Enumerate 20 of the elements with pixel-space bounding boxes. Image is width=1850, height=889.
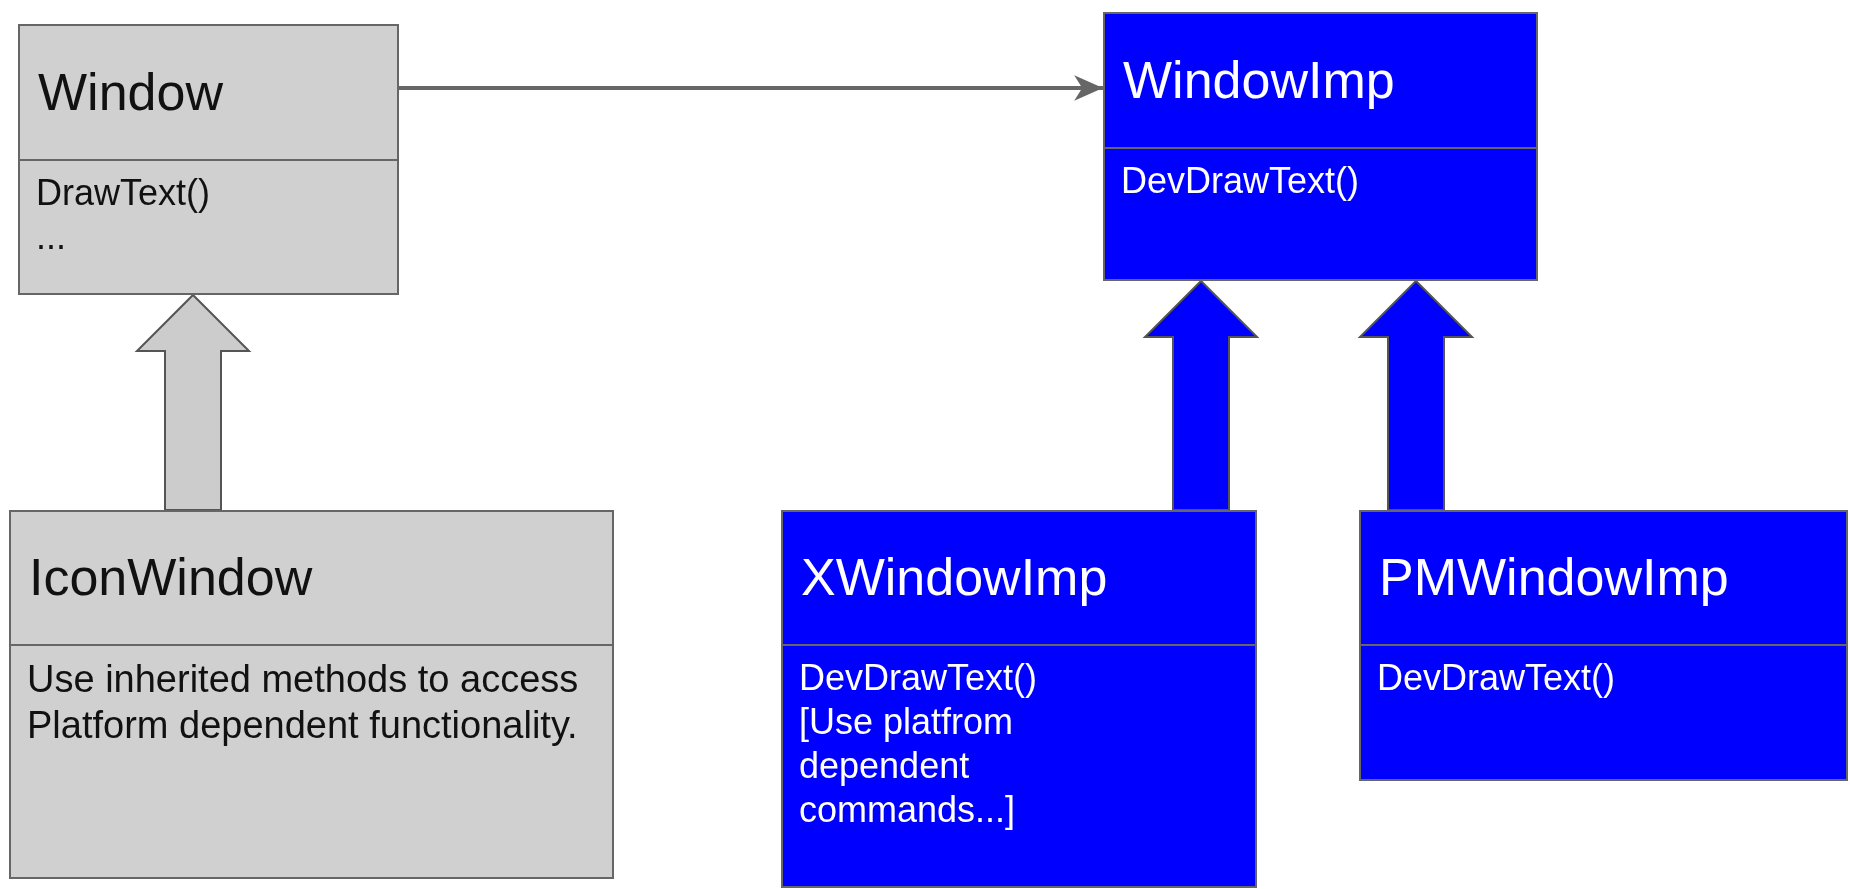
note-text: [Use platfrom dependent commands...] xyxy=(799,700,1017,832)
block-arrow xyxy=(1142,279,1260,511)
class-name: WindowImp xyxy=(1123,51,1395,110)
method-text: Use inherited methods to access Platform dependent functionality. xyxy=(27,657,580,749)
class-box xyxy=(9,510,614,879)
method-text: DevDrawText() xyxy=(1377,656,1617,700)
class-name: Window xyxy=(38,63,223,122)
class-name: IconWindow xyxy=(29,549,313,607)
block-arrow xyxy=(134,293,252,511)
arrow xyxy=(399,75,1103,101)
class-name: PMWindowImp xyxy=(1379,549,1729,607)
class-box xyxy=(1359,510,1848,781)
class-name: XWindowImp xyxy=(801,549,1108,607)
block-arrow xyxy=(1357,279,1475,511)
class-box xyxy=(1103,12,1538,281)
method-text: DrawText() ... xyxy=(36,171,211,259)
class-box xyxy=(18,24,399,295)
class-box xyxy=(781,510,1257,888)
method-text: DevDrawText() xyxy=(1121,159,1361,203)
method-text: DevDrawText() xyxy=(799,656,1039,700)
